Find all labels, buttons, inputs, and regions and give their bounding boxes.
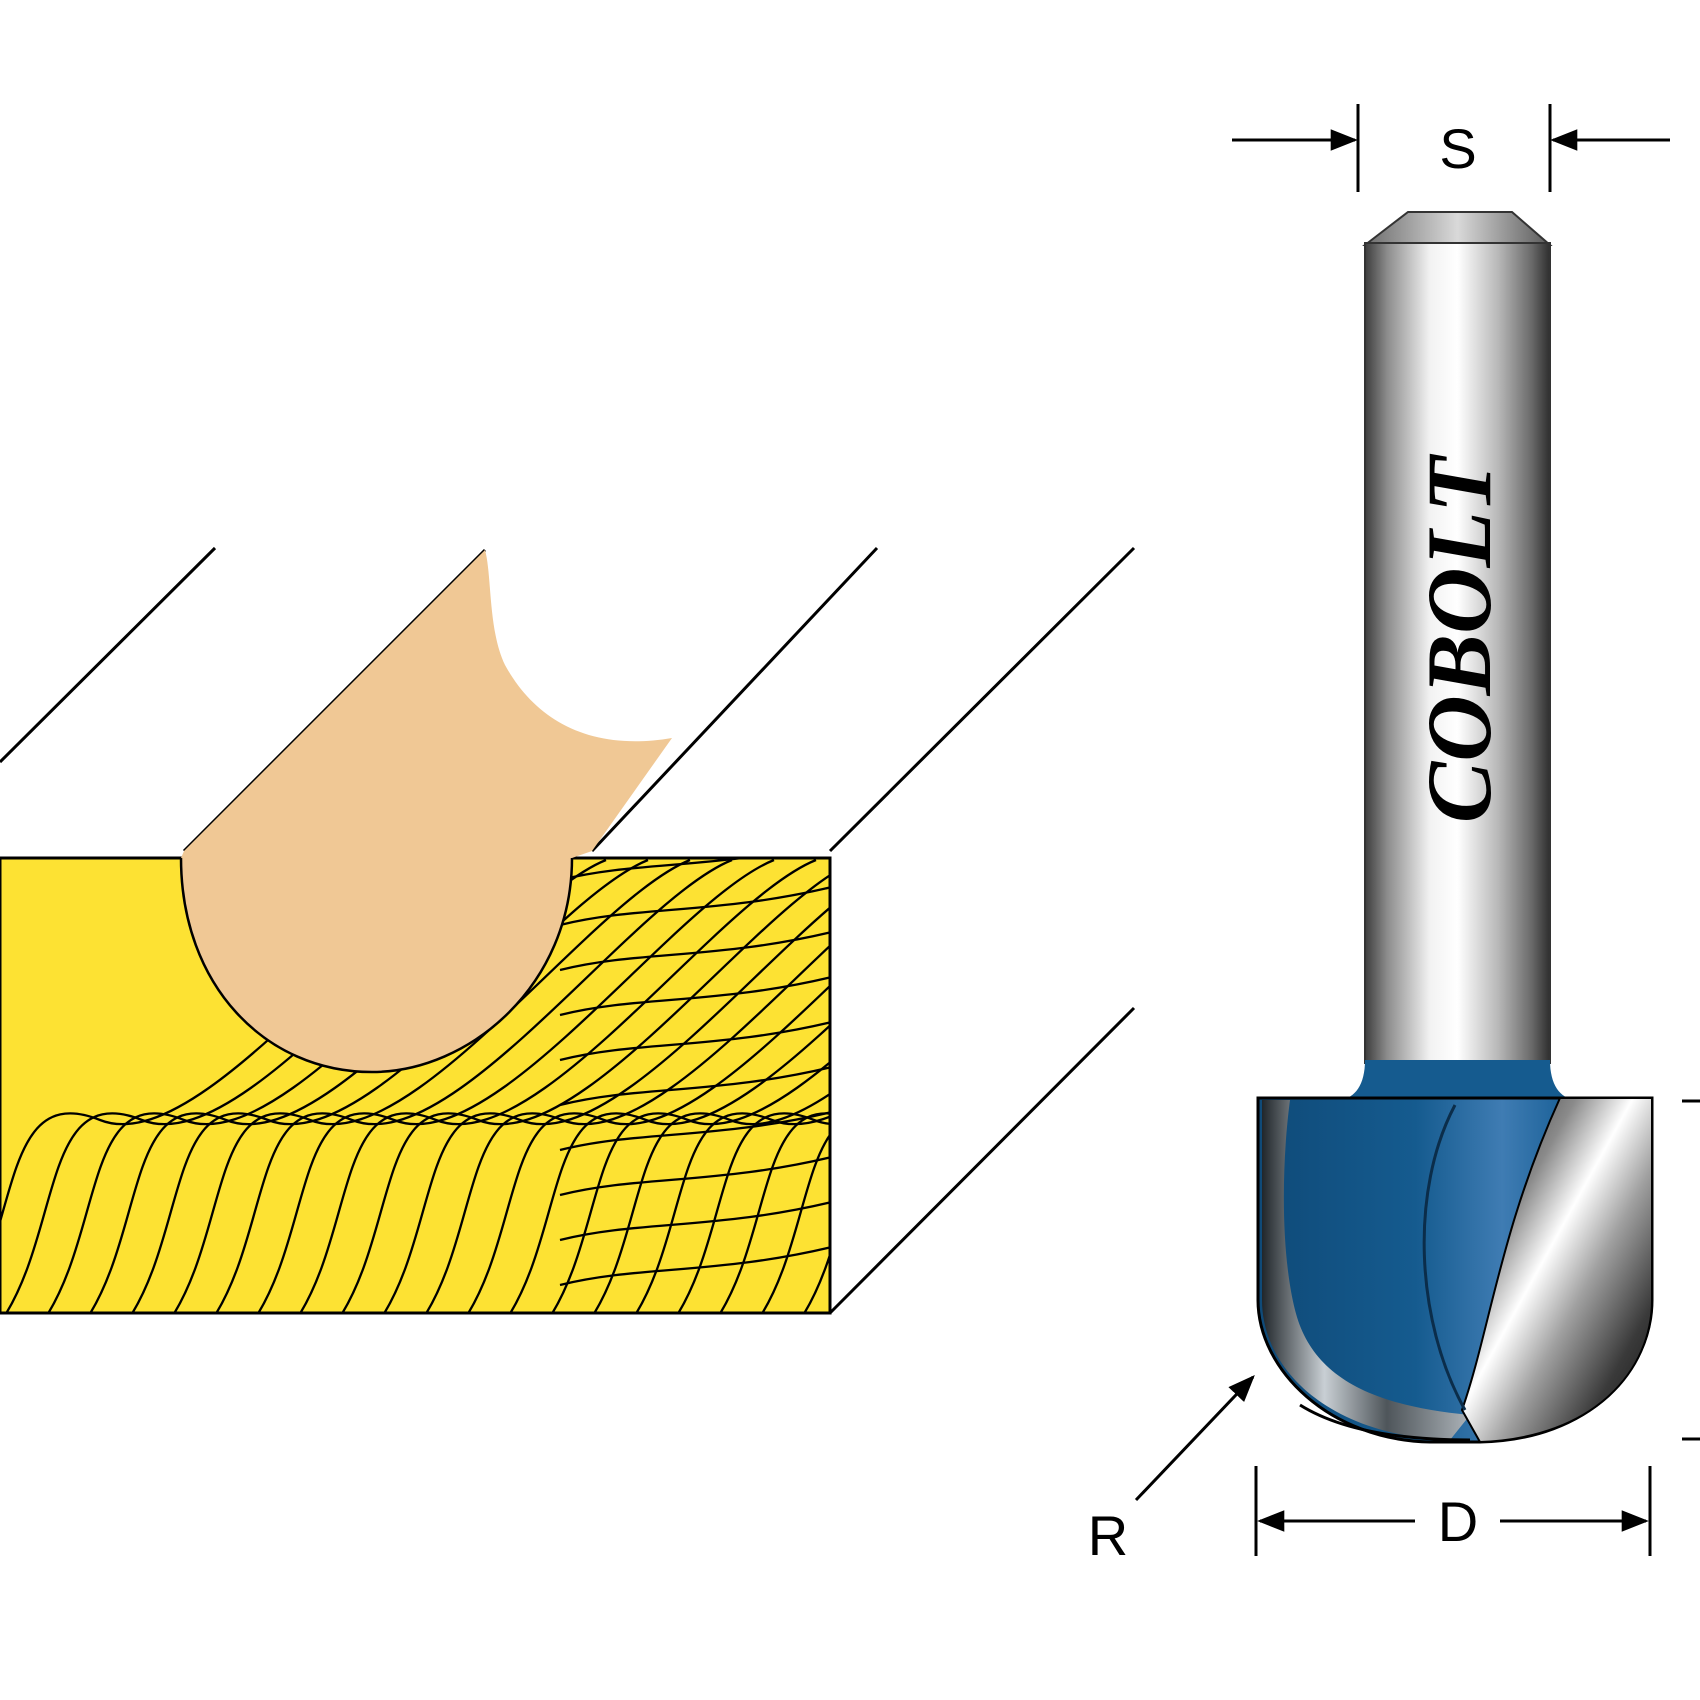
wood-grain-line: [559, 1021, 830, 1062]
wood-grain-line: [760, 1133, 830, 1313]
wood-grain-line: [592, 1092, 830, 1313]
wood-grain-line: [172, 858, 691, 1313]
wood-grain-line: [256, 858, 775, 1313]
shank-neck: [1340, 1060, 1575, 1100]
flute-line: [1422, 1104, 1467, 1411]
wood-grain-line: [559, 886, 830, 927]
carbide-wing: [1460, 1097, 1653, 1444]
dimension-diameter: [1254, 1466, 1652, 1556]
groove-profile: [181, 550, 672, 1072]
wood-grain-line: [340, 873, 830, 1313]
router-bit-icon: COBOLT: [1256, 211, 1654, 1444]
shank: [1364, 242, 1551, 1064]
dimension-shank-label: S: [1439, 117, 1476, 180]
wood-grain-line: [214, 858, 733, 1313]
wood-grain-line: [676, 1112, 830, 1313]
wood-grain-line: [466, 984, 830, 1313]
wood-grain-line: [559, 1066, 830, 1107]
wood-grain-line: [559, 858, 752, 882]
wood-grain-line: [382, 906, 830, 1313]
brand-label: COBOLT: [1408, 453, 1510, 823]
wood-grain-line: [508, 1023, 830, 1313]
wood-grain-line: [559, 1246, 830, 1287]
dimension-diameter-label: D: [1438, 1490, 1478, 1553]
dimension-radius-label: R: [1088, 1504, 1128, 1567]
wood-grain-line: [298, 858, 817, 1313]
dimension-shank: [1232, 104, 1670, 192]
wood-grain-line: [559, 1111, 830, 1152]
wood-grain-line: [559, 1156, 830, 1197]
wood-grain-line: [550, 1060, 830, 1313]
cutter-bottom-edge: [1299, 1403, 1471, 1442]
wood-grain-line: [559, 931, 830, 972]
wood-grain-line: [718, 1112, 830, 1313]
wood-grain-line: [559, 976, 830, 1017]
cutter-left-rim: [1262, 1100, 1470, 1440]
groove-outline: [179, 857, 574, 1074]
dimension-height-ticks: [1682, 1099, 1700, 1441]
wood-grain-line: [634, 1112, 830, 1313]
shank-tip: [1362, 211, 1553, 246]
wood-grain-line: [802, 1251, 830, 1313]
dimension-radius: [1134, 1375, 1255, 1502]
wood-grain-line: [559, 1201, 830, 1242]
wood-grain-line: [424, 944, 830, 1313]
